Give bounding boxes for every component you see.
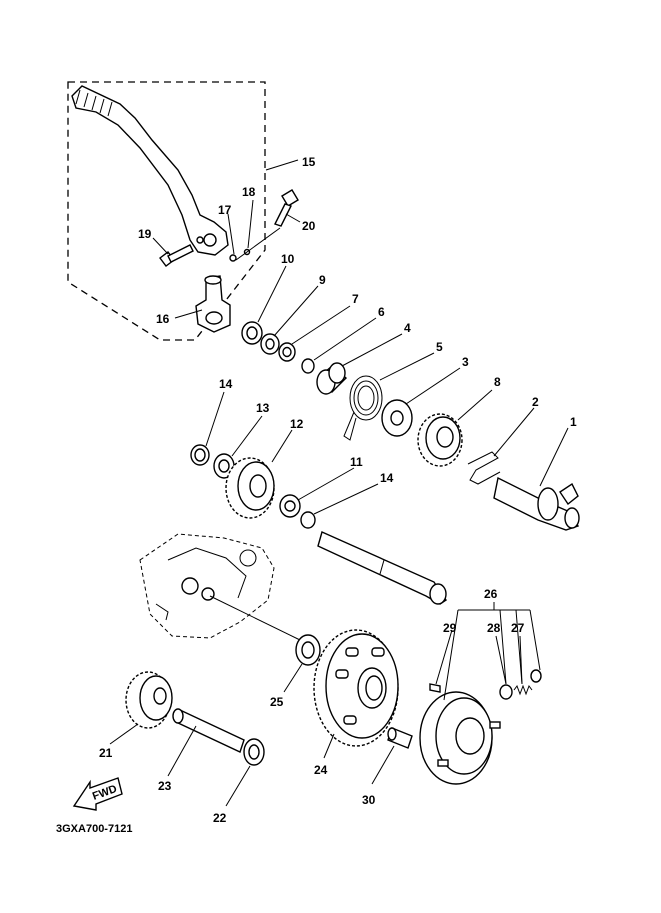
crankcase-fragment (139, 533, 275, 639)
label-19: 19 (138, 227, 152, 241)
label-28: 28 (487, 621, 501, 635)
label-15: 15 (302, 155, 316, 169)
label-17: 17 (218, 203, 232, 217)
label-3: 3 (462, 355, 469, 369)
label-6: 6 (378, 305, 385, 319)
gear-21 (125, 671, 173, 729)
label-14-lower: 14 (380, 471, 394, 485)
plate-washer-3 (381, 399, 413, 437)
bolt-30 (387, 727, 413, 749)
label-25: 25 (270, 695, 284, 709)
spring-27 (513, 669, 542, 696)
label-7: 7 (352, 292, 359, 306)
idle-shaft (317, 531, 447, 605)
washer-25 (295, 634, 321, 666)
kick-boss-16 (195, 275, 231, 333)
kick-lever (71, 85, 229, 256)
label-26: 26 (484, 587, 498, 601)
bushing-4 (316, 362, 348, 395)
label-9: 9 (319, 273, 326, 287)
bolt-19 (159, 244, 194, 267)
label-5: 5 (436, 340, 443, 354)
label-12: 12 (290, 417, 304, 431)
washer-9 (260, 333, 280, 355)
washer-11 (279, 494, 301, 518)
label-14-upper: 14 (219, 377, 233, 391)
diagram-code: 3GXA700-7121 (56, 823, 132, 835)
plunger-28 (499, 684, 513, 700)
label-22: 22 (213, 811, 227, 825)
label-11: 11 (350, 455, 363, 469)
kick-lever-group-outline (67, 81, 266, 341)
label-24: 24 (314, 763, 328, 777)
spring-clip-2 (467, 451, 501, 485)
leader-lines (109, 159, 569, 807)
ratchet-wheel-8 (417, 413, 463, 467)
pin-29 (429, 683, 441, 693)
label-4: 4 (404, 321, 411, 335)
pin-17 (229, 254, 237, 262)
label-23: 23 (158, 779, 172, 793)
shaft-23 (172, 708, 245, 753)
label-16: 16 (156, 312, 170, 326)
label-27: 27 (511, 621, 525, 635)
label-29: 29 (443, 621, 457, 635)
kick-shaft-1 (493, 476, 580, 531)
circlip-14-upper (190, 444, 210, 466)
part-labels: 1 2 3 4 5 6 7 8 9 10 11 12 13 14 14 15 1… (99, 155, 577, 825)
label-8: 8 (494, 375, 501, 389)
starter-wheel-gear-24 (313, 629, 399, 747)
collar-10 (241, 321, 263, 345)
label-20: 20 (302, 219, 316, 233)
label-1: 1 (570, 415, 577, 429)
label-10: 10 (281, 252, 295, 266)
circlip-6 (301, 358, 315, 374)
washer-7 (278, 342, 296, 362)
idle-gear-12 (225, 457, 275, 519)
one-way-clutch-26 (419, 691, 501, 785)
label-18: 18 (242, 185, 256, 199)
label-30: 30 (362, 793, 376, 807)
label-21: 21 (99, 746, 113, 760)
crankcase-axis (209, 595, 301, 641)
circlip-14-lower (300, 511, 316, 529)
label-13: 13 (256, 401, 270, 415)
fwd-arrow-icon: FWD (72, 777, 123, 811)
assembly-axis (235, 227, 281, 261)
torsion-spring-5 (343, 375, 383, 441)
label-2: 2 (532, 395, 539, 409)
bushing-22 (243, 738, 265, 766)
bolt-20 (274, 189, 299, 227)
